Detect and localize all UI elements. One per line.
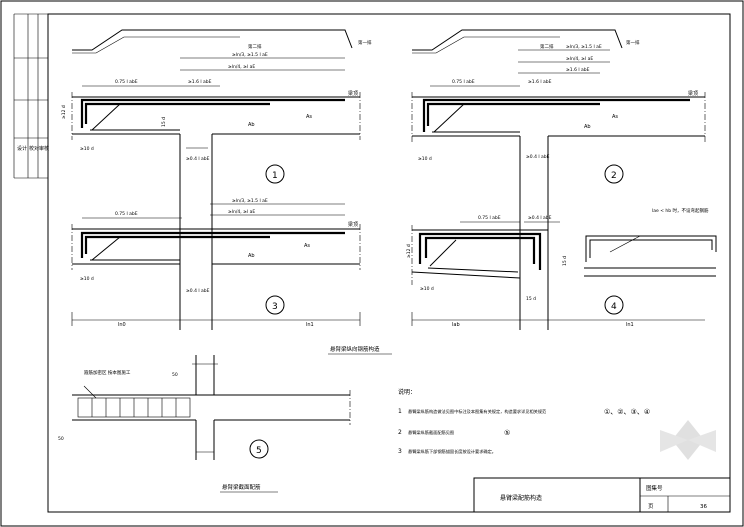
figure-1: 第一排 第二排 ≥ln/3, ≥1.5 l aE ≥ln/4, ≥l aE 0.… <box>61 29 372 330</box>
fig4-dim-15d: 15 d <box>526 296 536 302</box>
fig5-number: 5 <box>256 446 262 456</box>
fig2-ab-label: Ab <box>584 124 591 130</box>
fig1-dim-ln3: ≥ln/3, ≥1.5 l aE <box>232 52 268 58</box>
fig1-dim-12d: ≥12 d <box>61 105 67 119</box>
note-2-num: 2 <box>398 429 402 436</box>
fig1-top-face: 梁顶 <box>348 90 358 97</box>
title-block-page-label: 页 <box>648 503 654 510</box>
fig2-dim-ln3: ≥ln/3, ≥1.5 l aE <box>566 44 602 50</box>
fig2-dim-10d: ≥10 d <box>418 156 432 162</box>
fig1-first-row: 第一排 <box>358 39 372 46</box>
fig1-dim-04: ≥0.4 l abE <box>186 156 210 162</box>
fig4-number: 4 <box>611 302 617 312</box>
fig3-dim-ln3: ≥ln/3, ≥1.5 l aE <box>232 198 268 204</box>
fig4-dim-12d: ≥12 d <box>406 244 412 258</box>
watermark-logo <box>660 420 716 460</box>
fig3-dim-04: ≥0.4 l abE <box>186 288 210 294</box>
note-3-num: 3 <box>398 448 402 455</box>
fig4-span-right: ln1 <box>626 322 634 328</box>
margin-label-2: 校对 <box>29 145 39 152</box>
fig2-number-circle <box>604 164 624 184</box>
fig3-as-label: As <box>304 243 310 249</box>
group-caption: 悬臂梁纵向钢筋构造 <box>330 345 380 353</box>
fig3-ab-label: Ab <box>248 253 255 259</box>
fig2-second-row: 第二排 <box>540 43 554 50</box>
fig4-dim-075: 0.75 l abE <box>478 215 501 221</box>
fig5-callout: 箍筋加密区 按本图施工 <box>84 369 131 376</box>
title-block-page-number: 36 <box>700 504 707 510</box>
margin-label-3: 审核 <box>39 145 49 152</box>
fig5-number-circle <box>249 439 269 459</box>
left-margin-table: 设计 校对 审核 <box>13 13 49 179</box>
fig2-number: 2 <box>611 171 617 181</box>
fig1-number-circle <box>265 164 285 184</box>
fig3-dim-ln4: ≥ln/4, ≥l aE <box>228 209 255 215</box>
note-2-refs: ⑤ <box>504 429 510 437</box>
title-block: 悬臂梁配筋构造 图集号 页 36 <box>473 477 731 513</box>
fig4-note: lae < hb 时，不设弯起钢筋 <box>652 207 709 214</box>
fig1-number: 1 <box>272 171 278 181</box>
fig2-first-row: 第一排 <box>626 39 640 46</box>
fig5-dim-50: 50 <box>172 372 178 378</box>
fig4-dim-04: ≥0.4 l abE <box>528 215 552 221</box>
notes-heading: 说明： <box>398 388 416 396</box>
fig3-top-face: 梁顶 <box>348 221 358 228</box>
title-block-sheet-label: 图集号 <box>646 484 663 492</box>
fig5-dim-50b: 50 <box>58 436 64 442</box>
notes-block: 说明： 1 悬臂梁纵筋构造做法见图中标注及本图集有关规定，构造要求详见相关规范 … <box>398 388 650 455</box>
fig3-span-right: ln1 <box>306 322 314 328</box>
fig4-span-left: lab <box>452 322 460 328</box>
fig1-dim-ln4: ≥ln/4, ≥l aE <box>228 64 255 70</box>
fig4-dim-15d-b: 15 d <box>562 256 568 266</box>
figure-4: 0.75 l abE ≥0.4 l abE ≥12 d ≥10 d 15 d l… <box>406 207 717 328</box>
figure-5: 箍筋加密区 按本图施工 50 50 5 悬臂梁截面配筋 <box>58 355 351 493</box>
note-3-text: 悬臂梁纵筋下部钢筋锚固长度按设计要求确定。 <box>408 448 496 455</box>
fig1-dim-16: ≥1.6 l abE <box>188 79 212 85</box>
fig2-dim-16: ≥1.6 l abE <box>528 79 552 85</box>
sheet-inner-border <box>47 13 731 513</box>
title-block-drawing-title: 悬臂梁配筋构造 <box>500 494 542 502</box>
fig1-as-label: As <box>306 114 312 120</box>
fig2-as-label: As <box>612 114 618 120</box>
fig1-second-row: 第二排 <box>248 43 262 50</box>
fig3-dim-075: 0.75 l abE <box>115 211 138 217</box>
note-1-num: 1 <box>398 408 402 415</box>
fig1-dim-10d: ≥10 d <box>80 146 94 152</box>
fig3-span-left: ln0 <box>118 322 126 328</box>
fig4-dim-10d: ≥10 d <box>420 286 434 292</box>
fig3-number-circle <box>265 295 285 315</box>
fig2-dim-04: ≥0.4 l abE <box>526 154 550 160</box>
fig5-caption: 悬臂梁截面配筋 <box>222 483 261 491</box>
fig2-dim-15: ≥1.6 l abE <box>566 67 590 73</box>
fig3-number: 3 <box>272 302 278 312</box>
fig1-ab-label: Ab <box>248 122 255 128</box>
figure-2: 第一排 第二排 ≥ln/3, ≥1.5 l aE ≥ln/4, ≥l aE ≥1… <box>411 29 706 330</box>
fig2-dim-ln4: ≥ln/4, ≥l aE <box>566 56 593 62</box>
fig1-dim-15d: 15 d <box>161 117 167 127</box>
note-2-text: 悬臂梁纵筋截面配筋见图 <box>408 429 454 436</box>
fig2-dim-075: 0.75 l abE <box>452 79 475 85</box>
figure-3: ≥ln/3, ≥1.5 l aE ≥ln/4, ≥l aE 0.75 l abE… <box>71 198 361 328</box>
fig1-dim-075: 0.75 l abE <box>115 79 138 85</box>
fig3-dim-10d: ≥10 d <box>80 276 94 282</box>
fig4-number-circle <box>604 295 624 315</box>
fig2-top-face: 梁顶 <box>688 90 698 97</box>
note-1-text: 悬臂梁纵筋构造做法见图中标注及本图集有关规定，构造要求详见相关规范 <box>408 408 546 415</box>
margin-label-1: 设计 <box>17 145 27 152</box>
note-1-refs: ①、②、③、④ <box>604 408 650 416</box>
